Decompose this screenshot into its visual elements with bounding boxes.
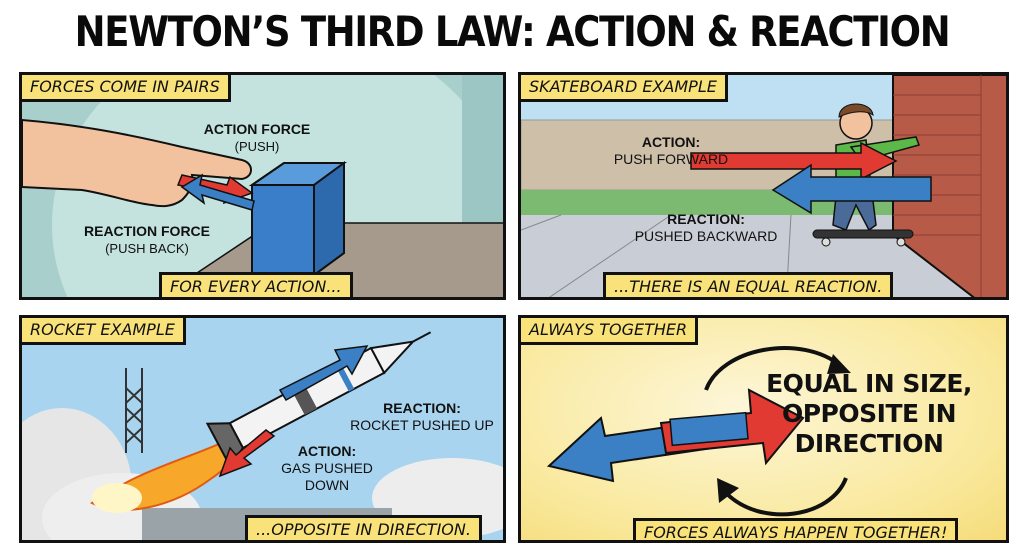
statement-line3: DIRECTION (794, 429, 944, 458)
reaction-title: REACTION: (667, 211, 745, 227)
panel-caption: ALWAYS TOGETHER (521, 318, 699, 345)
action-sub-line2: DOWN (304, 477, 350, 493)
action-force-label: ACTION FORCE (PUSH) (182, 121, 332, 155)
panel-forces-come-in-pairs: FORCES COME IN PAIRS ACTION FORCE (PUSH)… (19, 72, 506, 300)
panel-caption: ROCKET EXAMPLE (22, 318, 186, 345)
push-box-illustration (22, 75, 503, 297)
reaction-title: REACTION: (383, 400, 461, 416)
action-label: ACTION: GAS PUSHED DOWN (272, 443, 382, 494)
action-force-title: ACTION FORCE (203, 121, 311, 137)
reaction-label: REACTION: ROCKET PUSHED UP (347, 400, 497, 434)
action-label: ACTION: PUSH FORWARD (606, 134, 736, 168)
panel-rocket-example: ROCKET EXAMPLE REACTION: ROCKET PUSHED U… (19, 315, 506, 543)
reaction-sub: PUSHED BACKWARD (634, 228, 778, 244)
statement-line2: OPPOSITE IN (781, 399, 957, 428)
statement-line1: EQUAL IN SIZE, (766, 369, 972, 398)
action-force-sub: (PUSH) (234, 139, 280, 154)
panel-always-together: ALWAYS TOGETHER EQUAL IN SIZE, OPPOSITE … (518, 315, 1009, 543)
page-title: NEWTON’S THIRD LAW: ACTION & REACTION (74, 7, 951, 56)
reaction-force-label: REACTION FORCE (PUSH BACK) (72, 223, 222, 257)
equal-opposite-statement: EQUAL IN SIZE, OPPOSITE IN DIRECTION (759, 369, 979, 459)
action-sub-line1: GAS PUSHED (281, 460, 373, 476)
reaction-force-title: REACTION FORCE (84, 223, 210, 239)
action-title: ACTION: (297, 443, 357, 459)
panel-footer: ...OPPOSITE IN DIRECTION. (245, 515, 482, 540)
reaction-sub: ROCKET PUSHED UP (350, 417, 494, 433)
action-sub: PUSH FORWARD (613, 151, 729, 167)
panel-skateboard-example: SKATEBOARD EXAMPLE ACTION: PUSH FORWARD … (518, 72, 1009, 300)
panel-footer: ...THERE IS AN EQUAL REACTION. (603, 272, 894, 297)
equal-opposite-arrows-illustration (546, 346, 851, 517)
reaction-force-sub: (PUSH BACK) (105, 241, 189, 256)
panel-footer: FOR EVERY ACTION... (159, 272, 353, 297)
reaction-label: REACTION: PUSHED BACKWARD (631, 211, 781, 245)
action-title: ACTION: (641, 134, 701, 150)
panel-caption: SKATEBOARD EXAMPLE (521, 75, 728, 102)
panel-footer: FORCES ALWAYS HAPPEN TOGETHER! (633, 518, 959, 540)
skateboard-illustration (521, 75, 1006, 297)
panel-caption: FORCES COME IN PAIRS (22, 75, 231, 102)
